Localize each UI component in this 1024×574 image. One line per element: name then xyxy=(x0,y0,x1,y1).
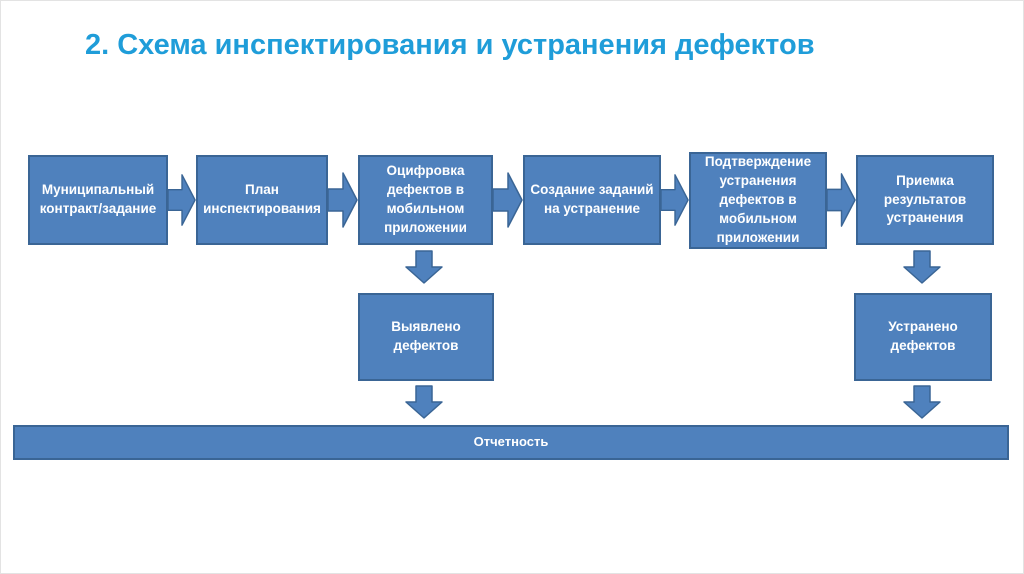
arrow-down-icon xyxy=(903,250,941,284)
step-box-municipal-contract: Муниципальный контракт/задание xyxy=(28,155,168,245)
arrow-right-icon xyxy=(328,172,358,228)
arrow-right-icon xyxy=(493,172,523,228)
step-box-task-creation: Создание заданий на устранение xyxy=(523,155,661,245)
arrow-right-icon xyxy=(661,174,689,226)
slide-title: 2. Схема инспектирования и устранения де… xyxy=(85,29,815,61)
outcome-box-defects-identified: Выявлено дефектов xyxy=(358,293,494,381)
arrow-down-icon xyxy=(405,250,443,284)
step-box-inspection-plan: План инспектирования xyxy=(196,155,328,245)
step-box-elimination-confirmation: Подтверждение устранения дефектов в моби… xyxy=(689,152,827,249)
arrow-right-icon xyxy=(168,174,196,226)
step-box-results-acceptance: Приемка результатов устранения xyxy=(856,155,994,245)
step-box-defect-digitization: Оцифровка дефектов в мобильном приложени… xyxy=(358,155,493,245)
arrow-right-icon xyxy=(827,173,856,227)
arrow-down-icon xyxy=(903,385,941,419)
report-bar: Отчетность xyxy=(13,425,1009,460)
outcome-box-defects-fixed: Устранено дефектов xyxy=(854,293,992,381)
arrow-down-icon xyxy=(405,385,443,419)
